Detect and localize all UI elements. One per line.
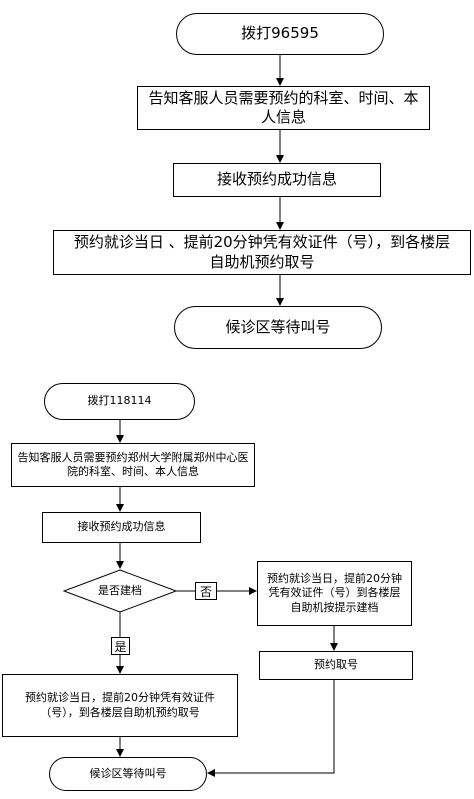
flow2-decision-label: 是否建档 (98, 583, 142, 597)
flow1-call-node: 拨打96595 (176, 13, 384, 55)
edge-take-to-wait (207, 680, 335, 777)
flow1-visit-node: 预约就诊当日 、提前20分钟凭有效证件（号），到各楼层自助机预约取号 (53, 230, 471, 275)
flow1-wait-node: 候诊区等待叫号 (174, 306, 382, 349)
flow2-nobranch-node: 预约就诊当日，提前20分钟凭有效证件（号）到各楼层自助机按提示建档 (257, 561, 412, 626)
flow2-yes-label: 是 (111, 637, 130, 655)
flow2-receive-node: 接收预约成功信息 (42, 512, 201, 543)
flow2-call-node: 拨打118114 (44, 383, 195, 420)
flow1-tell-node: 告知客服人员需要预约的科室、时间、本人信息 (137, 86, 430, 130)
flow2-take-node: 预约取号 (259, 651, 413, 680)
flow2-wait-node: 候诊区等待叫号 (49, 757, 207, 791)
flow2-yesbranch-node: 预约就诊当日，提前20分钟凭有效证件（号），到各楼层自助机预约取号 (2, 674, 238, 737)
flow1-receive-node: 接收预约成功信息 (173, 163, 381, 197)
flow2-tell-node: 告知客服人员需要预约郑州大学附属郑州中心医院的科室、时间、本人信息 (11, 443, 255, 487)
flow2-no-label: 否 (195, 582, 217, 600)
